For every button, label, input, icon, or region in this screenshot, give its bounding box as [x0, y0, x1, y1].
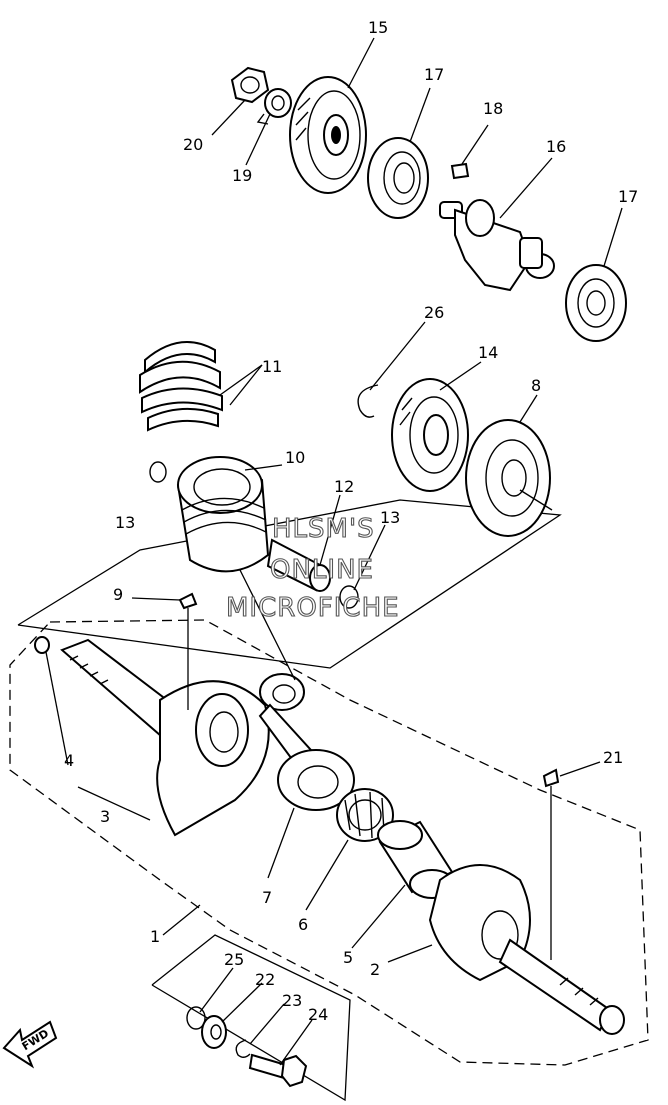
crank-left-part-3: [60, 638, 270, 837]
clip-part-13-left: [149, 461, 167, 483]
gear-part-15: [289, 76, 367, 194]
crank-right-part-2: [428, 864, 625, 1035]
callout-23: 23: [282, 991, 302, 1010]
callout-17-upper: 17: [424, 65, 444, 84]
watermark-line-1: HLSM'S: [272, 514, 375, 544]
nut-part-20: [230, 66, 270, 104]
lock-washer-part-19: [256, 88, 292, 125]
callout-19: 19: [232, 166, 252, 185]
watermark-line-2: ONLINE: [270, 555, 374, 585]
connecting-rod-part-7: [258, 673, 355, 811]
key-part-18: [450, 162, 470, 180]
gear-part-14: [391, 378, 469, 492]
callout-12: 12: [334, 477, 354, 496]
callout-6: 6: [298, 915, 308, 934]
oring-part-25: [186, 1006, 206, 1030]
callout-26: 26: [424, 303, 444, 322]
piston-pin-part-12: [266, 538, 331, 592]
callout-16: 16: [546, 137, 566, 156]
crank-shaft-part-16: [439, 199, 555, 292]
key-part-21: [542, 768, 560, 788]
fwd-arrow-icon: FWD: [2, 1020, 58, 1069]
callout-18: 18: [483, 99, 503, 118]
callout-7: 7: [262, 888, 272, 907]
needle-bearing-part-6: [336, 788, 394, 842]
callout-11: 11: [262, 357, 282, 376]
callout-13-left: 13: [115, 513, 135, 532]
bolt-group-outline: [151, 934, 351, 1102]
callout-10: 10: [285, 448, 305, 467]
piston-rings-part-11: [139, 341, 223, 432]
callouts: 15 17 18 16 17 20 19 11 26 14 8 10 12 13…: [64, 18, 638, 1024]
callout-5: 5: [343, 948, 353, 967]
watermark-line-3: MICROFICHE: [226, 593, 400, 623]
callout-13-right: 13: [380, 508, 400, 527]
clip-part-13-right: [339, 585, 359, 609]
key-part-9: [178, 592, 198, 610]
bolt-part-24: [248, 1053, 308, 1088]
callout-14: 14: [478, 343, 498, 362]
callout-20: 20: [183, 135, 203, 154]
callout-22: 22: [255, 970, 275, 989]
crankshaft-assembly-outline: [9, 619, 649, 1066]
clip-part-23: [235, 1039, 251, 1058]
callout-21: 21: [603, 748, 623, 767]
callout-9: 9: [113, 585, 123, 604]
callout-25: 25: [224, 950, 244, 969]
callout-1: 1: [150, 927, 160, 946]
callout-8: 8: [531, 376, 541, 395]
bearing-part-17-upper: [367, 137, 429, 219]
callout-15: 15: [368, 18, 388, 37]
crank-pin-part-5: [377, 820, 455, 899]
circlip-part-26: [357, 384, 379, 418]
callout-4: 4: [64, 751, 74, 770]
washer-part-4: [34, 636, 50, 654]
washer-part-22: [201, 1015, 227, 1049]
leader-lines: [45, 37, 623, 1066]
bearing-part-8: [465, 419, 553, 537]
callout-3: 3: [100, 807, 110, 826]
watermark: HLSM'S ONLINE MICROFICHE: [225, 513, 400, 623]
callout-24: 24: [308, 1005, 328, 1024]
callout-17-lower: 17: [618, 187, 638, 206]
piston-part-10: [176, 456, 270, 573]
callout-2: 2: [370, 960, 380, 979]
bearing-part-17-lower: [565, 264, 627, 342]
